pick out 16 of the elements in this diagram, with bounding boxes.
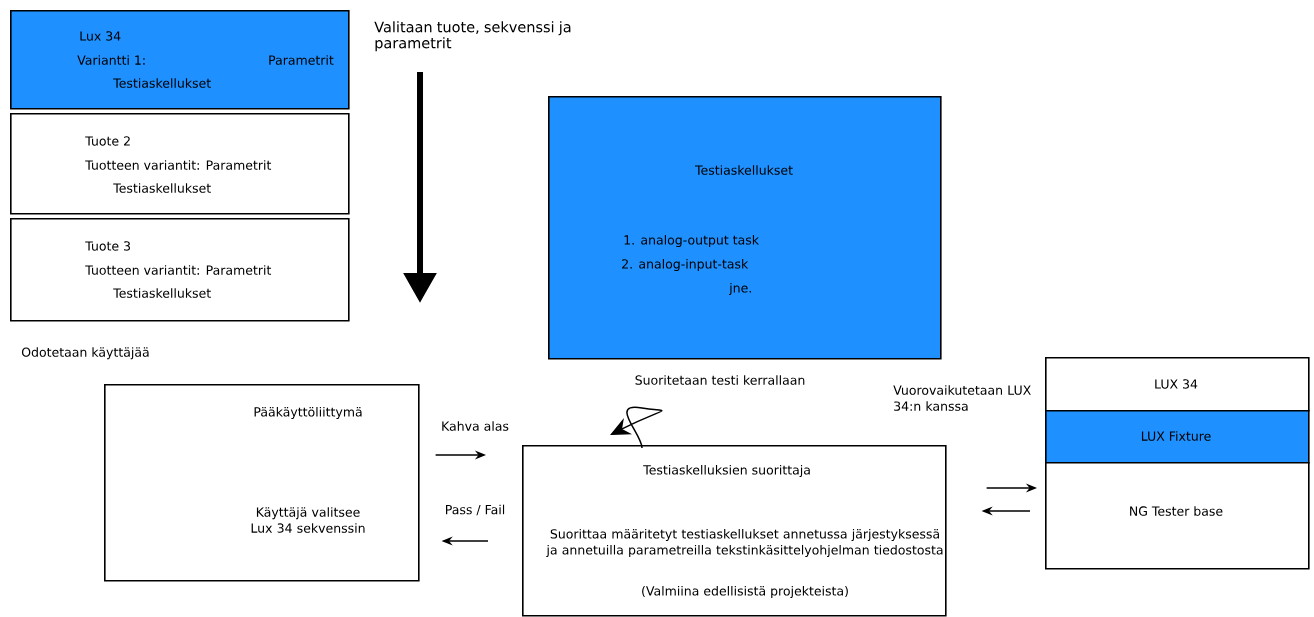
- fixture-box: LUX Fixture: [1045, 410, 1310, 464]
- main-ui-box: Pääkäyttöliittymä Käyttäjä valitsee Lux 34 sekvenssin: [104, 384, 420, 582]
- edge-label: Suoritetaan testi kerrallaan: [635, 375, 805, 385]
- note-text: Valitaan tuote, sekvenssi ja parametrit: [374, 21, 571, 52]
- device-box: LUX 34: [1045, 357, 1310, 412]
- product-box: Tuote 3 Tuotteen variantit: Parametrit Testiaskellukset: [10, 218, 350, 322]
- arrow: [610, 406, 663, 449]
- test-runner-box: Testiaskelluksien suorittaja Suorittaa määritetyt testiaskellukset annetussa järjestyksessä ja annetuilla parametreilla tekstinkäsittelyohjelman tiedostosta (Valmiina edellisistä projekteista): [522, 445, 947, 617]
- product-box: Tuote 2 Tuotteen variantit: Parametrit Testiaskellukset: [10, 113, 350, 215]
- product-box: Lux 34 Variantti 1: Parametrit Testiaskellukset: [10, 10, 350, 110]
- tester-base-box: NG Tester base: [1045, 462, 1310, 570]
- note-text: Odotetaan käyttäjää: [21, 347, 149, 360]
- note-text: Vuorovaikutetaan LUX 34:n kanssa: [893, 385, 1031, 411]
- edge-label: Kahva alas: [442, 421, 509, 431]
- test-steps-box: Testiaskellukset 1. analog-output task 2. analog-input-task jne.: [548, 96, 942, 360]
- edge-label: Pass / Fail: [446, 504, 505, 516]
